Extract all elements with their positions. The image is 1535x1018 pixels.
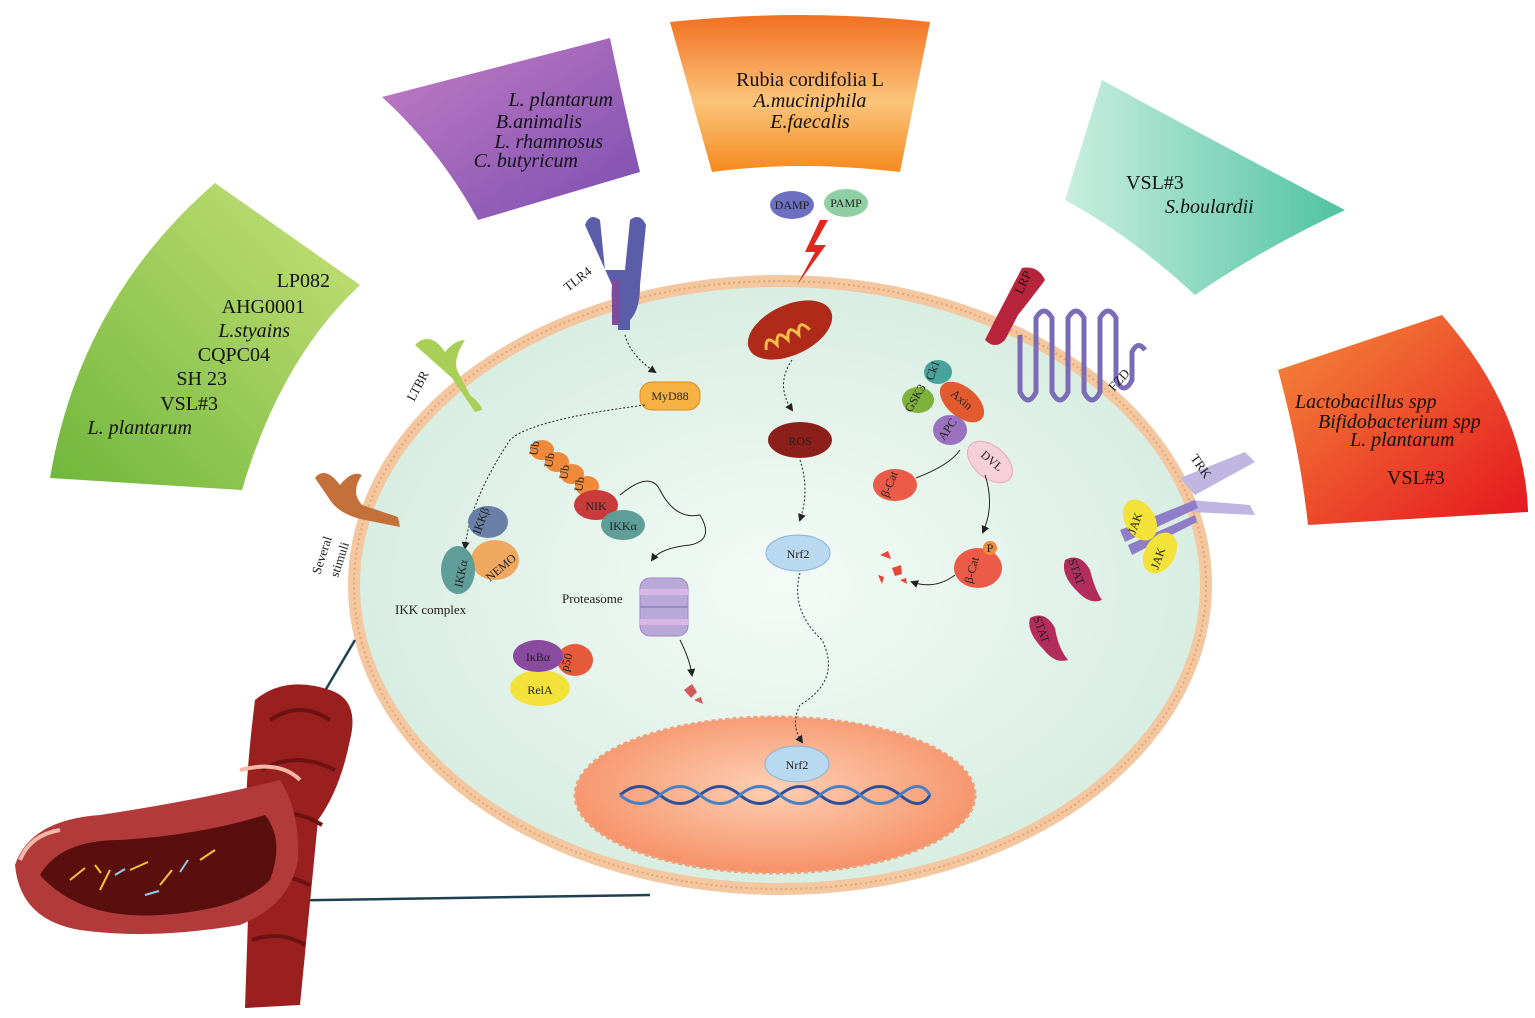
ikk-complex-label: IKK complex xyxy=(395,602,467,617)
ubiquitin-chain: Ub Ub Ub Ub xyxy=(526,440,599,496)
jak-node-2: JAK xyxy=(1142,532,1178,574)
nrf2-to-nucleus-arrow xyxy=(795,572,829,744)
myd88-node: MyD88 xyxy=(639,381,701,411)
green-panel-line-7: L. plantarum xyxy=(87,417,192,439)
pbcat-label: β-Cat xyxy=(961,555,982,585)
degraded-fragments-icon xyxy=(684,684,703,704)
orange-panel-line-3: E.faecalis xyxy=(769,111,850,133)
ck1-label: Ck1 xyxy=(923,358,943,382)
rela-label: RelA xyxy=(527,683,553,697)
dvl-to-pbcat-arrow xyxy=(981,474,990,534)
red-panel-line-2: Bifidobacterium spp xyxy=(1318,411,1481,433)
teal-probiotic-panel: VSL#3 S.boulardii xyxy=(1065,80,1345,295)
green-panel-line-2: AHG0001 xyxy=(222,296,305,318)
ikba-label: IκBα xyxy=(526,650,551,664)
pamp-signal: PAMP xyxy=(824,189,868,217)
purple-panel-line-1: L. plantarum xyxy=(508,89,613,111)
tlr4-to-myd88-arrow xyxy=(624,334,657,374)
proteasome-label: Proteasome xyxy=(562,591,623,606)
nik-label: NIK xyxy=(585,499,607,513)
myd88-label: MyD88 xyxy=(651,389,688,403)
ikk-complex: IKKβ NEMO IKKα IKK complex xyxy=(395,505,519,617)
nrf2-node: Nrf2 xyxy=(765,534,831,572)
green-probiotic-panel: LP082 AHG0001 L.styains CQPC04 SH 23 VSL… xyxy=(50,183,360,490)
proteasome-degradation-arrow xyxy=(679,639,696,677)
ub-label-2: Ub xyxy=(541,452,557,469)
green-panel-line-4: CQPC04 xyxy=(198,344,270,366)
nucleus: Nrf2 xyxy=(573,715,977,875)
orange-panel-line-1: Rubia cordifolia L xyxy=(736,69,884,91)
purple-panel-line-4: C. butyricum xyxy=(474,150,578,172)
teal-panel-line-2: S.boulardii xyxy=(1165,196,1254,218)
ros-label: ROS xyxy=(788,434,811,448)
orange-probiotic-panel: Rubia cordifolia L A.muciniphila E.faeca… xyxy=(670,15,930,172)
myd88-to-ikk-arrow xyxy=(461,404,646,550)
ub-label-1: Ub xyxy=(526,440,542,457)
red-panel-line-4: VSL#3 xyxy=(1387,467,1445,489)
red-panel-line-3: L. plantarum xyxy=(1349,429,1454,451)
pamp-label: PAMP xyxy=(830,196,862,210)
orange-panel-line-2: A.muciniphila xyxy=(752,90,867,112)
red-panel-line-1: Lactobacillus spp xyxy=(1294,391,1437,413)
lightning-icon xyxy=(797,220,828,285)
nrf2-label: Nrf2 xyxy=(787,547,810,561)
tlr4-label: TLR4 xyxy=(561,263,595,294)
damp-signal: DAMP xyxy=(770,191,814,219)
beta-catenin-node: β-Cat xyxy=(873,468,917,501)
bcat-degraded-fragments-icon xyxy=(878,551,907,584)
bcat-complex-line xyxy=(915,449,961,479)
nrf2-nucleus-label: Nrf2 xyxy=(786,758,809,772)
cytoplasm xyxy=(360,287,1200,883)
purple-panel-line-2: B.animalis xyxy=(496,111,582,133)
purple-panel-line-3: L. rhamnosus xyxy=(493,131,603,153)
ltbr-label: LTBR xyxy=(403,368,431,404)
cell xyxy=(348,275,1212,895)
ikka-nik-node: IKKα xyxy=(601,510,645,540)
ros-node: ROS xyxy=(768,422,832,458)
dna-helix xyxy=(619,785,932,805)
nik-node: NIK xyxy=(574,490,618,520)
teal-panel-line-1: VSL#3 xyxy=(1126,172,1184,194)
damp-label: DAMP xyxy=(775,198,810,212)
nrf2-nucleus-node: Nrf2 xyxy=(764,745,830,783)
proteasome: Proteasome xyxy=(562,577,689,637)
nik-to-proteasome-arrow xyxy=(619,480,707,562)
ros-to-nrf2-arrow xyxy=(798,459,806,522)
phospho-label: P xyxy=(987,541,994,555)
pbcat-degradation-arrow xyxy=(910,574,956,588)
lrp-receptor: LRP xyxy=(985,267,1045,345)
ub-label-3: Ub xyxy=(556,464,572,481)
phospho-beta-catenin-node: β-Cat P xyxy=(954,541,1002,588)
green-panel-line-1: LP082 xyxy=(277,270,330,292)
red-probiotic-panel: Lactobacillus spp Bifidobacterium spp L.… xyxy=(1278,315,1528,525)
colon-illustration xyxy=(15,684,353,1008)
jak-node-1: JAK xyxy=(1122,499,1158,541)
destruction-complex: Ck1 GSK3 Axin APC DVL xyxy=(901,358,1013,484)
nfkb-complex: p50 RelA IκBα xyxy=(510,640,593,706)
ikka-label: IKKα xyxy=(451,558,471,589)
green-panel-line-3: L.styains xyxy=(217,320,290,342)
several-stimuli-receptor: Several stimuli xyxy=(309,472,400,579)
green-panel-line-5: SH 23 xyxy=(176,368,227,390)
mito-to-ros-arrow xyxy=(783,359,794,412)
stat-node-2: STAT xyxy=(1029,614,1068,661)
green-panel-line-6: VSL#3 xyxy=(160,393,218,415)
ub-label-4: Ub xyxy=(571,476,587,493)
mitochondrion xyxy=(747,300,833,360)
stat-node-1: STAT xyxy=(1063,556,1102,602)
ikka2-label: IKKα xyxy=(609,519,637,533)
purple-probiotic-panel: L. plantarum B.animalis L. rhamnosus C. … xyxy=(382,38,640,220)
